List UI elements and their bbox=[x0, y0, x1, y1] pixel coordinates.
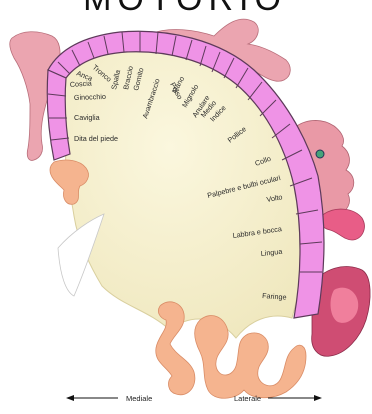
diagram-title: MOTORIO bbox=[83, 0, 287, 18]
label-dita-del-piede: Dita del piede bbox=[74, 134, 118, 143]
label-laterale: Laterale bbox=[234, 394, 261, 403]
eye-icon bbox=[316, 150, 324, 158]
label-coscia: Coscia bbox=[70, 78, 93, 89]
tongue-figure bbox=[320, 209, 364, 240]
label-caviglia: Caviglia bbox=[74, 113, 100, 122]
label-mediale: Mediale bbox=[126, 394, 152, 403]
direction-axis: Mediale Laterale bbox=[66, 394, 322, 403]
label-faringe: Faringe bbox=[262, 291, 287, 302]
arrow-left-icon bbox=[66, 395, 74, 401]
label-ginocchio: Ginocchio bbox=[74, 92, 106, 102]
arrow-right-icon bbox=[314, 395, 322, 401]
